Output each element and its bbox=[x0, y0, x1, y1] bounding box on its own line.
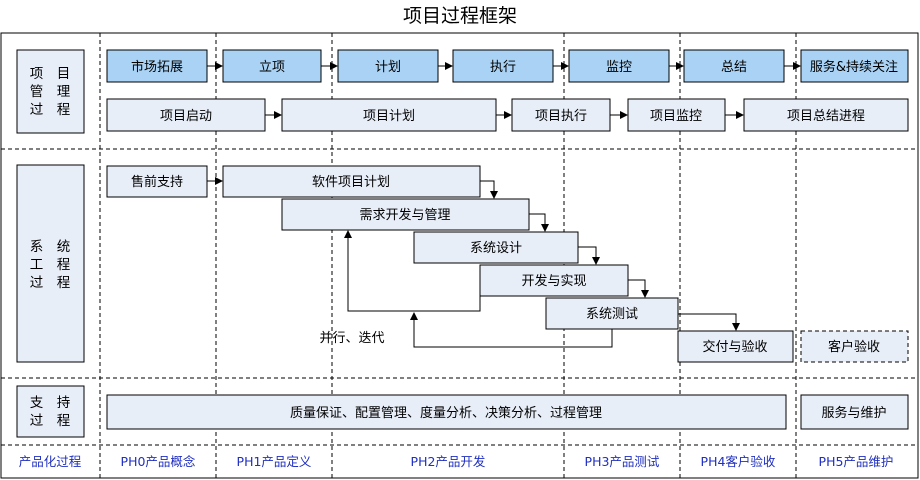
svg-text:开发与实现: 开发与实现 bbox=[521, 273, 586, 289]
row-label-pm-line-2: 管 理 bbox=[30, 84, 71, 100]
svg-text:服务与维护: 服务与维护 bbox=[821, 405, 886, 421]
phase-row: 产品化过程 PH0产品概念 PH1产品定义 PH2产品开发 PH3产品测试 PH… bbox=[19, 454, 894, 469]
row-label-se: 系 统 工 程 过 程 bbox=[16, 164, 85, 363]
phase-0: 产品化过程 bbox=[19, 454, 82, 469]
svg-text:执行: 执行 bbox=[490, 60, 516, 75]
svg-text:监控: 监控 bbox=[606, 60, 632, 75]
row-label-se-line-3: 过 程 bbox=[30, 275, 71, 291]
proc-monitor: 项目监控 bbox=[627, 98, 726, 132]
svg-text:交付与验收: 交付与验收 bbox=[702, 339, 767, 355]
se-arrows bbox=[207, 177, 740, 348]
stage-market: 市场拓展 bbox=[106, 49, 208, 83]
phase-5: PH4客户验收 bbox=[701, 454, 776, 469]
svg-text:项目总结进程: 项目总结进程 bbox=[787, 109, 865, 124]
svg-text:系统设计: 系统设计 bbox=[470, 241, 522, 256]
svg-text:项目计划: 项目计划 bbox=[363, 109, 415, 124]
row-label-support-line-1: 支 持 bbox=[30, 395, 71, 411]
phase-4: PH3产品测试 bbox=[585, 454, 660, 469]
svg-text:售前支持: 售前支持 bbox=[131, 174, 183, 190]
svg-text:立项: 立项 bbox=[259, 60, 285, 75]
svg-text:项目启动: 项目启动 bbox=[160, 109, 212, 124]
svg-text:质量保证、配置管理、度量分析、决策分析、过程管理: 质量保证、配置管理、度量分析、决策分析、过程管理 bbox=[290, 405, 602, 421]
diagram-title: 项目过程框架 bbox=[403, 5, 517, 27]
row-label-support-line-2: 过 程 bbox=[30, 413, 71, 429]
svg-text:项目执行: 项目执行 bbox=[535, 109, 587, 124]
stage-summary: 总结 bbox=[683, 49, 785, 83]
row-label-se-line-2: 工 程 bbox=[30, 257, 71, 273]
proc-summary: 项目总结进程 bbox=[743, 98, 909, 132]
phase-2: PH1产品定义 bbox=[237, 454, 312, 469]
stage-initiation: 立项 bbox=[222, 49, 322, 83]
se-waterfall: 售前支持 软件项目计划 需求开发与管理 系统设计 开发与实现 系统测试 交付与验… bbox=[106, 165, 909, 363]
svg-text:总结: 总结 bbox=[721, 60, 747, 75]
se-testing: 系统测试 bbox=[545, 297, 679, 330]
se-requirements: 需求开发与管理 bbox=[281, 198, 530, 231]
stage-execute: 执行 bbox=[452, 49, 554, 83]
row-label-pm-line-3: 过 程 bbox=[30, 102, 71, 118]
svg-text:项目监控: 项目监控 bbox=[650, 109, 702, 124]
se-plan: 软件项目计划 bbox=[222, 165, 481, 198]
phase-1: PH0产品概念 bbox=[121, 454, 196, 469]
phase-3: PH2产品开发 bbox=[411, 454, 486, 469]
se-design: 系统设计 bbox=[413, 231, 579, 264]
pm-stages: 市场拓展 立项 计划 执行 监控 总结 服务&持续关注 bbox=[106, 49, 909, 83]
stage-service: 服务&持续关注 bbox=[800, 49, 909, 83]
svg-text:计划: 计划 bbox=[375, 60, 401, 75]
svg-text:客户验收: 客户验收 bbox=[828, 339, 880, 355]
se-development: 开发与实现 bbox=[479, 264, 629, 297]
se-customer-acceptance: 客户验收 bbox=[800, 330, 909, 363]
stage-plan: 计划 bbox=[337, 49, 439, 83]
row-label-pm-line-1: 项 目 bbox=[30, 66, 71, 82]
svg-text:服务&持续关注: 服务&持续关注 bbox=[810, 59, 898, 75]
support-processes: 质量保证、配置管理、度量分析、决策分析、过程管理 服务与维护 bbox=[106, 394, 909, 430]
svg-text:系统测试: 系统测试 bbox=[586, 307, 638, 322]
svg-text:市场拓展: 市场拓展 bbox=[131, 59, 183, 75]
proc-plan: 项目计划 bbox=[281, 98, 497, 132]
support-service: 服务与维护 bbox=[800, 394, 909, 430]
svg-text:需求开发与管理: 需求开发与管理 bbox=[359, 207, 450, 223]
pm-processes: 项目启动 项目计划 项目执行 项目监控 项目总结进程 bbox=[106, 98, 909, 132]
iteration-label: 并行、迭代 bbox=[319, 331, 384, 346]
se-presale: 售前支持 bbox=[106, 165, 208, 198]
row-label-se-line-1: 系 统 bbox=[30, 239, 71, 255]
stage-monitor: 监控 bbox=[568, 49, 670, 83]
svg-text:软件项目计划: 软件项目计划 bbox=[312, 175, 390, 190]
row-label-support: 支 持 过 程 bbox=[16, 385, 85, 438]
support-main: 质量保证、配置管理、度量分析、决策分析、过程管理 bbox=[106, 394, 787, 430]
row-label-pm: 项 目 管 理 过 程 bbox=[16, 49, 85, 134]
proc-start: 项目启动 bbox=[106, 98, 266, 132]
se-delivery: 交付与验收 bbox=[677, 330, 794, 363]
proc-execute: 项目执行 bbox=[511, 98, 611, 132]
phase-6: PH5产品维护 bbox=[819, 454, 894, 469]
outer-frame bbox=[0, 32, 919, 479]
